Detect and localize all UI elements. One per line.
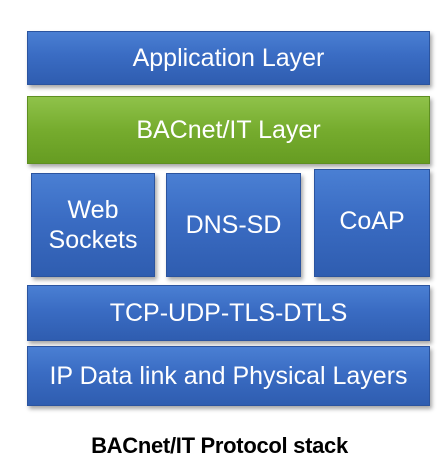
application-layer-label: Application Layer <box>132 44 325 72</box>
dns-sd-block: DNS-SD <box>166 173 301 277</box>
transport-layer-label: TCP-UDP-TLS-DTLS <box>109 299 348 327</box>
bacnet-it-layer-block: BACnet/IT Layer <box>27 96 430 164</box>
ip-physical-layer-block: IP Data link and Physical Layers <box>27 346 430 406</box>
application-layer-block: Application Layer <box>27 31 430 85</box>
coap-block: CoAP <box>314 169 430 277</box>
diagram-caption: BACnet/IT Protocol stack <box>91 433 348 458</box>
bacnet-it-layer-label: BACnet/IT Layer <box>136 116 321 144</box>
web-sockets-block: Web Sockets <box>31 173 155 277</box>
dns-sd-label: DNS-SD <box>185 211 282 239</box>
web-sockets-label: Web Sockets <box>48 196 138 254</box>
coap-label: CoAP <box>339 207 405 235</box>
transport-layer-block: TCP-UDP-TLS-DTLS <box>27 285 430 341</box>
ip-physical-layer-label: IP Data link and Physical Layers <box>49 362 408 390</box>
